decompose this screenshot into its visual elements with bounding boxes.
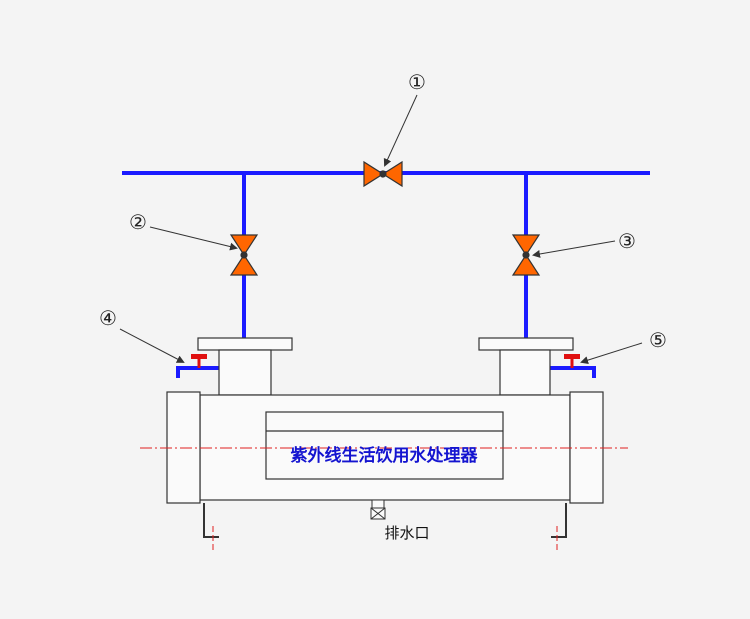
drain-stub <box>371 499 385 509</box>
device-label: 紫外线生活饮用水处理器 <box>291 445 479 466</box>
right-tap-handle <box>564 354 580 359</box>
leader-2 <box>149 226 238 251</box>
valve-2-stem <box>240 251 248 259</box>
leader-1 <box>383 94 418 167</box>
drain-valve-x-2 <box>370 507 386 520</box>
valve-1-stem <box>379 170 387 178</box>
valve-3-stem <box>522 251 530 259</box>
valve-3-outlet <box>511 234 541 276</box>
flanges <box>197 337 574 396</box>
leg-centerlines <box>212 526 558 552</box>
callout-3: ③ <box>618 229 636 253</box>
valve-1-bypass <box>363 160 403 188</box>
drain-label: 排水口 <box>384 524 429 542</box>
left-sampling-tap-pipe <box>176 366 222 378</box>
nameplate-frame <box>265 411 504 480</box>
valve-3-top-wing <box>511 234 541 257</box>
callout-5: ⑤ <box>649 328 667 352</box>
valve-3-bottom-wing <box>511 253 541 276</box>
leader-3 <box>532 240 616 258</box>
valve-2-bottom-wing <box>229 253 259 276</box>
valve-1-left-wing <box>363 160 385 188</box>
valve-1-right-wing <box>381 160 403 188</box>
right-flange-plate <box>478 337 574 351</box>
left-tap-handle <box>191 354 207 359</box>
callout-leaders <box>119 94 643 365</box>
support-legs <box>203 503 567 538</box>
left-riser <box>218 349 272 396</box>
right-support-leg <box>551 503 567 538</box>
leader-5 <box>580 342 643 365</box>
sampling-tap-handles <box>191 354 580 368</box>
callout-4: ④ <box>99 306 117 330</box>
leader-4 <box>119 328 185 363</box>
callout-1: ① <box>408 70 426 94</box>
right-riser <box>499 349 551 396</box>
left-support-leg <box>203 503 219 538</box>
right-sampling-tap-pipe <box>548 366 596 378</box>
drain-outlet <box>370 499 386 520</box>
valve-2-inlet <box>229 234 259 276</box>
callout-2: ② <box>129 210 147 234</box>
left-flange-plate <box>197 337 293 351</box>
